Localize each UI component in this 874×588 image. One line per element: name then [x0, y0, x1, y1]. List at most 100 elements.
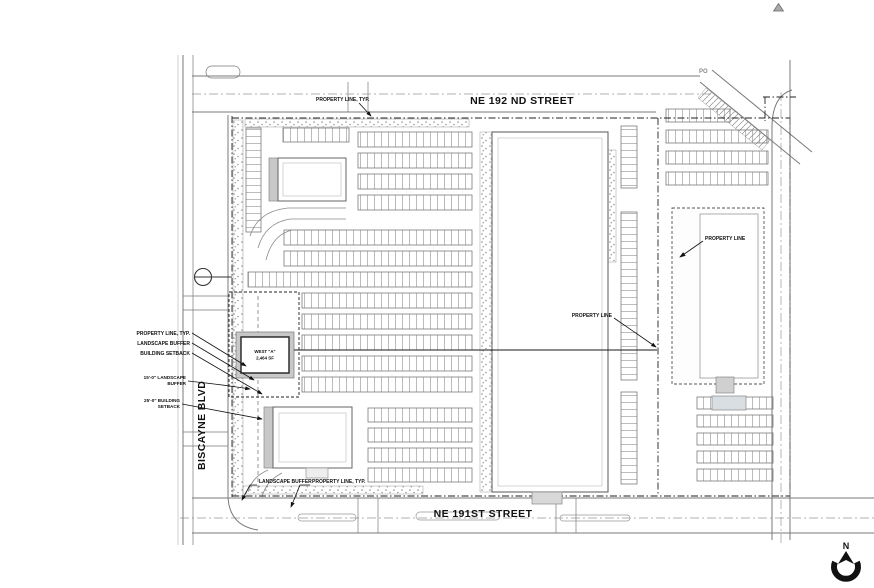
parking-row — [357, 173, 473, 190]
median-island — [415, 511, 501, 521]
buffer-north — [244, 118, 470, 128]
drive-arc — [261, 472, 283, 498]
leader-line — [181, 403, 263, 421]
po-annotation: PO — [699, 69, 708, 75]
parking-row — [247, 271, 473, 288]
callout-property-line-typ-top: PROPERTY LINE, TYP. — [316, 97, 370, 103]
north-arrow-ring — [831, 560, 861, 582]
property-corner-mark — [763, 96, 796, 121]
parking-row — [665, 108, 731, 123]
callout-landscape-buffer-dim-1: 15'-0" LANDSCAPE — [144, 375, 186, 380]
north-arrow: N — [831, 541, 861, 582]
right-building — [699, 213, 759, 379]
north-arrow-icon — [831, 551, 861, 582]
parking-row — [696, 468, 774, 482]
street-labels: NE 192 ND STREET NE 191ST STREET BISCAYN… — [196, 95, 574, 520]
leader-line — [679, 240, 704, 258]
right-building-dock — [715, 376, 735, 394]
parking-row — [301, 313, 473, 330]
west-a-name: WEST "A" — [254, 349, 275, 354]
parking-row — [665, 129, 769, 144]
parking-row — [283, 250, 473, 267]
outparcel-south-pad — [305, 467, 329, 479]
callout-landscape-buffer-dim-2: BUFFER — [167, 381, 186, 386]
right-building-pad — [711, 395, 747, 411]
north-arrow-head — [838, 551, 854, 564]
parking-column — [620, 125, 638, 189]
callout-building-setback-dim-2: SETBACK — [158, 404, 181, 409]
leader-line — [290, 484, 310, 508]
driveway-192 — [347, 82, 369, 112]
outparcel-north-building — [277, 157, 347, 202]
parking-row — [696, 414, 774, 428]
drive-arc — [265, 229, 346, 261]
leader-line — [358, 102, 372, 117]
leader-line — [613, 317, 657, 348]
property-lines — [231, 96, 796, 497]
parking-row — [665, 150, 769, 165]
buildings: WEST "A" 2,464 SF — [228, 131, 765, 505]
driveway-191 — [357, 498, 577, 533]
outparcel-north-band — [268, 157, 279, 202]
callout-property-line-typ-left: PROPERTY LINE, TYP. — [137, 331, 191, 337]
leader-line — [191, 342, 255, 381]
median-island — [559, 514, 631, 522]
callout-property-line-typ-bottom: PROPERTY LINE, TYP. — [312, 479, 366, 485]
anchor-building — [491, 131, 609, 493]
drive-arc — [247, 469, 269, 493]
west-a-setback-box — [228, 291, 300, 398]
parking-row — [282, 127, 350, 143]
buffer-south — [242, 485, 424, 495]
parking-row — [665, 171, 769, 186]
drive-lanes — [247, 207, 346, 498]
buffer-anchor-west — [479, 131, 493, 493]
parking-row — [357, 131, 473, 148]
drive-arc — [249, 207, 346, 237]
leader-line — [187, 380, 251, 391]
parking-row — [357, 194, 473, 211]
callout-building-setback-left: BUILDING SETBACK — [140, 351, 190, 357]
street-label-ne-192nd: NE 192 ND STREET — [470, 95, 574, 107]
parking-row — [283, 229, 473, 246]
keynote-symbol — [193, 267, 232, 287]
outparcel-south-building — [272, 406, 353, 469]
outparcel-south-roofline — [278, 412, 347, 463]
corner-curve-sw — [227, 497, 259, 531]
west-a-area: 2,464 SF — [256, 356, 274, 361]
median-island — [297, 513, 357, 522]
parking-column — [620, 391, 638, 485]
corner-curve-ne — [771, 89, 793, 129]
anchor-building-roofline — [497, 137, 603, 487]
west-a-building — [240, 336, 290, 374]
drive-arc — [257, 218, 346, 249]
parking-row — [696, 450, 774, 464]
callout-landscape-buffer-left: LANDSCAPE BUFFER — [137, 341, 190, 347]
parking-row — [357, 152, 473, 169]
parking-row — [367, 407, 473, 423]
parking-row — [696, 432, 774, 446]
callouts: PROPERTY LINE, TYP. PROPERTY LINE, TYP. … — [137, 97, 746, 508]
buffer-west — [232, 119, 244, 497]
outparcel-north-roofline — [282, 162, 342, 197]
driveway-biscayne — [183, 295, 228, 447]
parking-row — [301, 292, 473, 309]
parking-row — [301, 334, 473, 351]
callout-landscape-buffer-bottom: LANDSCAPE BUFFER — [259, 479, 312, 485]
callout-property-line-right: PROPERTY LINE — [572, 313, 613, 319]
parking-row — [301, 355, 473, 372]
leader-line — [241, 484, 257, 501]
parking-row — [367, 467, 473, 483]
street-label-biscayne-blvd: BISCAYNE BLVD — [196, 381, 208, 470]
leader-line — [191, 332, 247, 367]
parking-row — [301, 376, 473, 393]
diagonal-road-edge — [711, 69, 813, 153]
street-label-ne-191st: NE 191ST STREET — [434, 508, 533, 520]
north-label: N — [843, 541, 850, 551]
parking-column — [620, 211, 638, 381]
anchor-loading — [531, 491, 563, 505]
callout-property-line-right-parcel: PROPERTY LINE — [705, 236, 746, 242]
survey-triangle-icon — [772, 2, 785, 12]
parking-row — [367, 427, 473, 443]
callout-building-setback-dim-1: 25'-0" BUILDING — [144, 398, 180, 403]
island-top-left — [205, 65, 241, 79]
